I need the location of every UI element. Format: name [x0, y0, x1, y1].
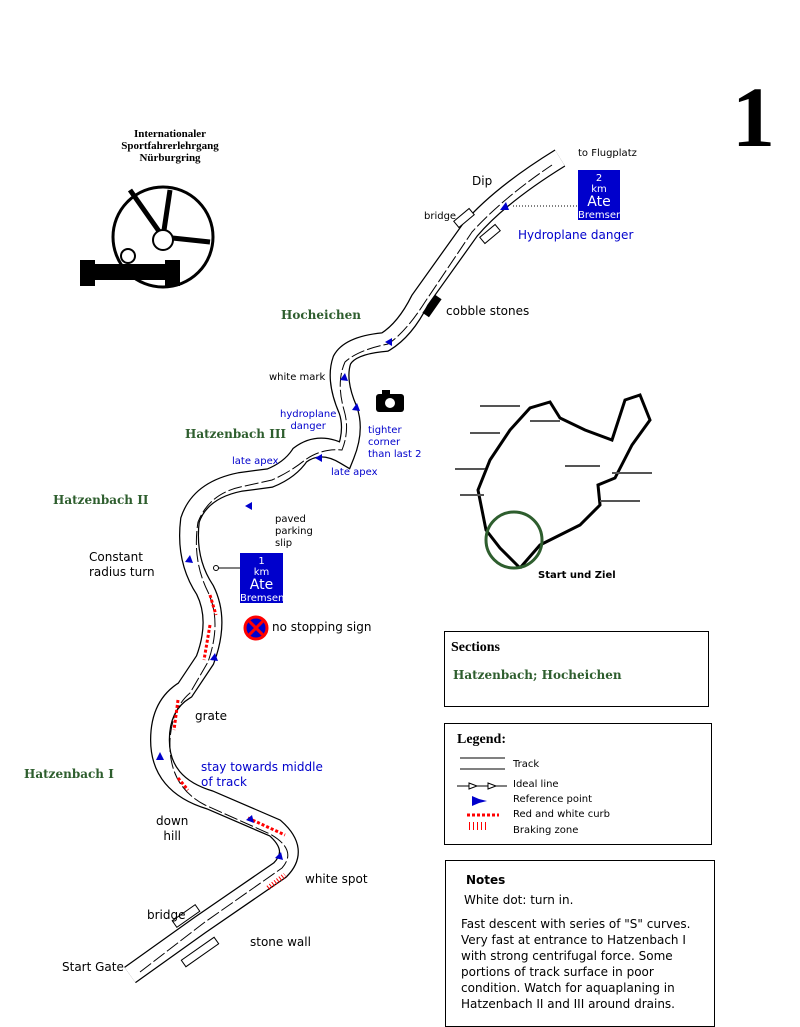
- text: Bremsen: [578, 210, 623, 221]
- text: radius turn: [89, 565, 155, 579]
- label-bridge-bottom: bridge: [147, 908, 186, 922]
- label-dip: Dip: [472, 174, 493, 188]
- text: tighter: [368, 425, 402, 436]
- legend-box: Legend: Track Ideal line Reference point…: [444, 723, 712, 845]
- text: Ate: [249, 577, 274, 593]
- text: 1: [258, 556, 265, 567]
- logo-line: Internationaler: [133, 128, 207, 140]
- legend-item-curb: Red and white curb: [513, 809, 611, 820]
- legend-title: Legend:: [457, 732, 506, 747]
- label-tighter-corner: tighter corner than last 2: [368, 425, 421, 461]
- text: 2: [595, 173, 603, 184]
- label-late-apex: late apex: [232, 456, 279, 467]
- bridge-icons: [171, 207, 501, 968]
- legend-symbols: [457, 757, 507, 830]
- text: km: [253, 567, 270, 578]
- text: Constant: [89, 550, 143, 564]
- label-white-spot: white spot: [305, 872, 368, 886]
- sections-value: Hatzenbach; Hocheichen: [453, 668, 622, 682]
- nurburgring-minimap: [455, 393, 652, 570]
- steering-wheel-car-logo: [80, 185, 215, 289]
- page-number: 1: [732, 69, 775, 165]
- text: down: [156, 814, 189, 828]
- ate-sign-2km: 2 km Ate Bremsen: [578, 170, 623, 221]
- notes-title: Notes: [466, 873, 506, 887]
- legend-item-ideal-line: Ideal line: [513, 779, 559, 790]
- notes-white-dot: White dot: turn in.: [464, 893, 574, 907]
- text: km: [591, 184, 607, 195]
- text: slip: [275, 538, 293, 549]
- label-cobble-stones: cobble stones: [446, 304, 530, 318]
- legend-item-reference-point: Reference point: [513, 794, 593, 805]
- camera-icon: [376, 390, 404, 412]
- legend-item-track: Track: [513, 759, 540, 770]
- red-white-curb: [172, 594, 286, 837]
- sections-box: Sections Hatzenbach; Hocheichen: [444, 631, 709, 707]
- logo-title: Internationaler Sportfahrerlehrgang Nürb…: [100, 128, 240, 164]
- sections-title: Sections: [451, 640, 500, 655]
- section-hocheichen: Hocheichen: [281, 308, 361, 322]
- section-hatzenbach-ii: Hatzenbach II: [53, 493, 149, 507]
- label-late-apex: late apex: [331, 467, 378, 478]
- label-start-und-ziel: Start und Ziel: [538, 570, 616, 581]
- text: hill: [163, 829, 181, 843]
- label-no-stopping-sign: no stopping sign: [272, 620, 372, 634]
- label-constant-radius: Constant radius turn: [89, 550, 155, 580]
- text: of track: [201, 775, 247, 789]
- cobble-stones-mark: [422, 294, 442, 318]
- label-paved-parking-slip: paved parking slip: [275, 514, 313, 550]
- label-start-gate: Start Gate: [62, 960, 124, 974]
- braking-zone: [266, 873, 287, 890]
- label-grate: grate: [195, 709, 227, 723]
- text: Bremsen: [240, 593, 285, 604]
- section-hatzenbach-iii: Hatzenbach III: [185, 427, 287, 441]
- ideal-line: [139, 164, 553, 973]
- text: than last 2: [368, 449, 422, 460]
- label-to-flugplatz: to Flugplatz: [578, 148, 637, 159]
- label-hydroplane-danger-small: hydroplane danger: [280, 409, 336, 433]
- text: danger: [290, 421, 326, 432]
- label-down-hill: down hill: [156, 814, 188, 844]
- logo-line: Nürburgring: [139, 152, 201, 164]
- notes-body: Fast descent with series of "S" curves. …: [461, 917, 691, 1011]
- label-hydroplane-danger: Hydroplane danger: [518, 228, 634, 242]
- text: parking: [275, 526, 313, 537]
- section-hatzenbach-i: Hatzenbach I: [24, 767, 114, 781]
- text: stay towards middle: [201, 760, 323, 774]
- text: Ate: [587, 194, 611, 210]
- text: corner: [368, 437, 401, 448]
- no-stopping-sign-icon: [243, 615, 269, 641]
- ate-sign-1km: 1 km Ate Bremsen: [240, 553, 285, 604]
- label-white-mark: white mark: [269, 372, 326, 383]
- notes-box: Notes White dot: turn in. Fast descent w…: [445, 860, 715, 1027]
- text: paved: [275, 514, 306, 525]
- legend-item-braking-zone: Braking zone: [513, 825, 579, 836]
- label-bridge: bridge: [424, 211, 457, 222]
- text: hydroplane: [280, 409, 337, 420]
- label-stone-wall: stone wall: [250, 935, 311, 949]
- logo-line: Sportfahrerlehrgang: [121, 140, 219, 152]
- label-stay-middle: stay towards middle of track: [201, 760, 323, 790]
